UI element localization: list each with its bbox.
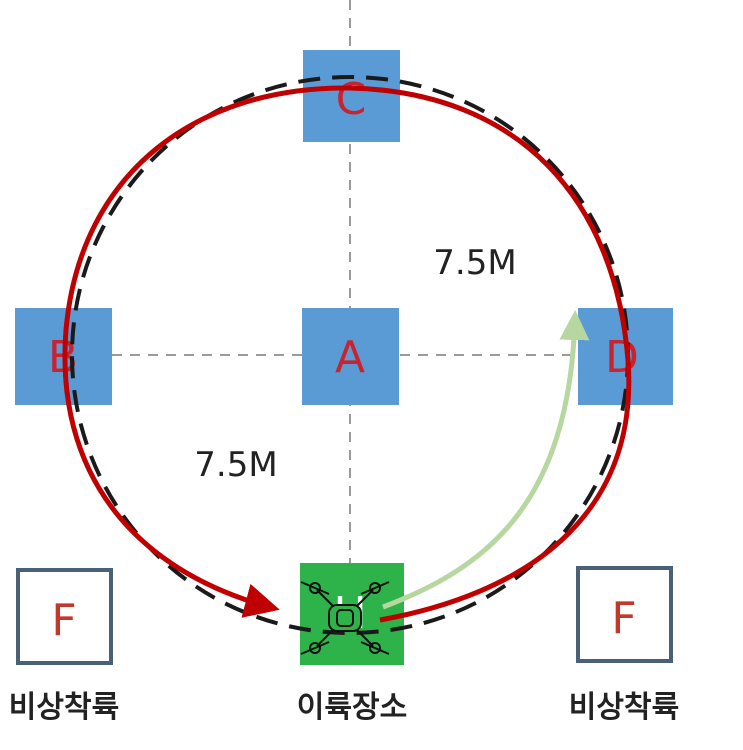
pad-c-label: C	[336, 74, 367, 125]
pad-a: A	[302, 308, 399, 405]
emergency-pad-left-label: F	[51, 595, 76, 646]
drone-icon	[300, 581, 390, 655]
distance-label-lower: 7.5M	[194, 445, 277, 485]
caption-takeoff: 이륙장소	[297, 690, 407, 725]
flight-path-arrow	[62, 85, 632, 623]
pad-a-label: A	[335, 332, 365, 383]
approach-path-arrow	[382, 310, 590, 610]
distance-label-upper: 7.5M	[433, 243, 516, 283]
caption-emergency-left: 비상착륙	[9, 690, 119, 725]
caption-emergency-right: 비상착륙	[569, 690, 679, 725]
emergency-pad-right-label: F	[611, 593, 636, 644]
pad-d-label: D	[605, 332, 639, 383]
emergency-pad-right: F	[576, 566, 673, 663]
emergency-pad-left: F	[16, 568, 113, 665]
pad-c: C	[303, 50, 400, 142]
